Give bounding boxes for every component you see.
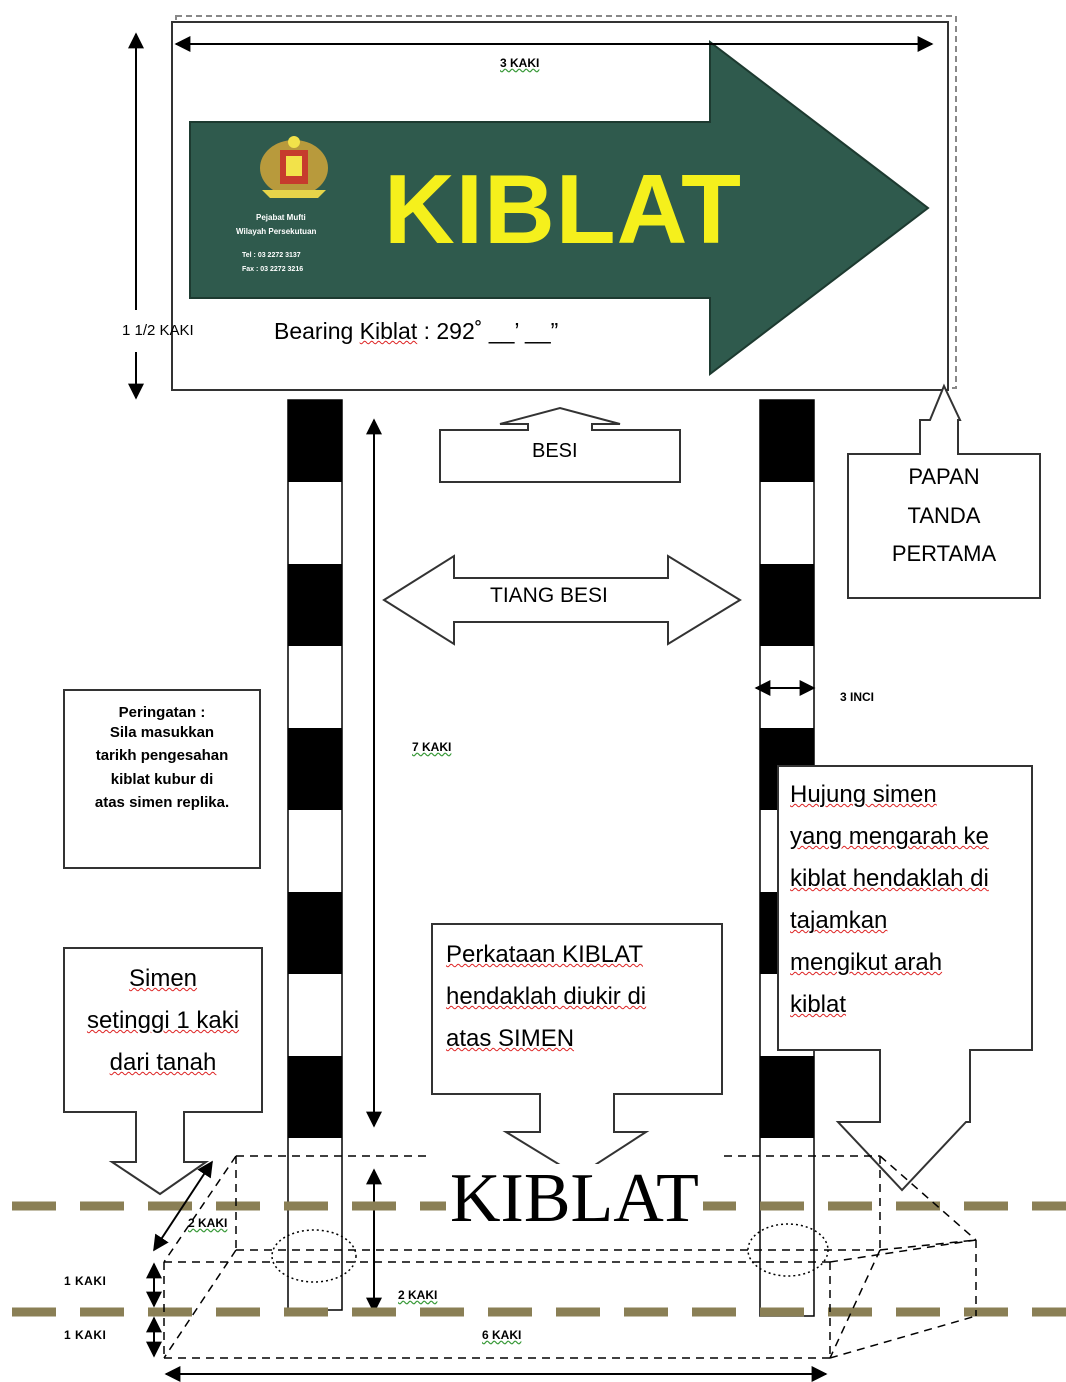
sign-width-label: 3 KAKI <box>500 56 540 70</box>
base-kiblat-text: KIBLAT <box>446 1164 703 1234</box>
bearing-label: Bearing Kiblat : 292˚ __’ __” <box>274 318 559 344</box>
base-bottom-label: 1 KAKI <box>64 1328 107 1342</box>
cement-height-text: Simen setinggi 1 kaki dari tanah <box>86 965 240 1076</box>
coat-of-arms-icon <box>260 136 328 198</box>
besi-label: BESI <box>532 440 578 462</box>
tiang-besi-label: TIANG BESI <box>490 584 608 607</box>
cement-base <box>163 1155 977 1359</box>
office-name-line-2: Wilayah Persekutuan <box>236 227 317 236</box>
besi-arrow-shape <box>439 406 681 483</box>
office-name-line-1: Pejabat Mufti <box>256 213 306 222</box>
office-tel: Tel : 03 2272 3137 <box>242 252 301 259</box>
pole-height-label: 7 KAKI <box>412 740 452 754</box>
papan-tanda-callout-shape <box>847 383 1041 599</box>
tip-callout-text: Hujung simen yang mengarah ke kiblat hen… <box>790 781 989 1018</box>
left-pole <box>287 399 343 1311</box>
engrave-callout-shape <box>431 923 723 1178</box>
base-side-label: 2 KAKI <box>188 1216 228 1230</box>
pole-width-label: 3 INCI <box>840 690 875 704</box>
warning-text: Peringatan : Sila masukkan tarikh penges… <box>64 704 260 814</box>
left-pole-hole <box>271 1229 357 1283</box>
sign-kiblat-text: KIBLAT <box>384 154 742 264</box>
base-side-arrow <box>153 1160 213 1252</box>
engrave-callout-text: Perkataan KIBLAT hendaklah diukir di ata… <box>446 941 647 1052</box>
kiblat-arrow <box>189 39 930 377</box>
papan-tanda-label: PAPAN TANDA PERTAMA <box>891 464 997 566</box>
office-fax: Fax : 03 2272 3216 <box>242 266 304 273</box>
buried-depth-label: 2 KAKI <box>398 1288 438 1302</box>
warning-box <box>63 689 261 869</box>
base-length-label: 6 KAKI <box>482 1328 522 1342</box>
tip-callout-shape <box>777 765 1033 1192</box>
base-top-label: 1 KAKI <box>64 1274 107 1288</box>
tiang-besi-double-arrow <box>382 554 742 646</box>
sign-height-label: 1 1/2 KAKI <box>122 322 194 339</box>
right-pole-hole <box>747 1223 829 1277</box>
warning-title: Peringatan : <box>118 704 206 721</box>
